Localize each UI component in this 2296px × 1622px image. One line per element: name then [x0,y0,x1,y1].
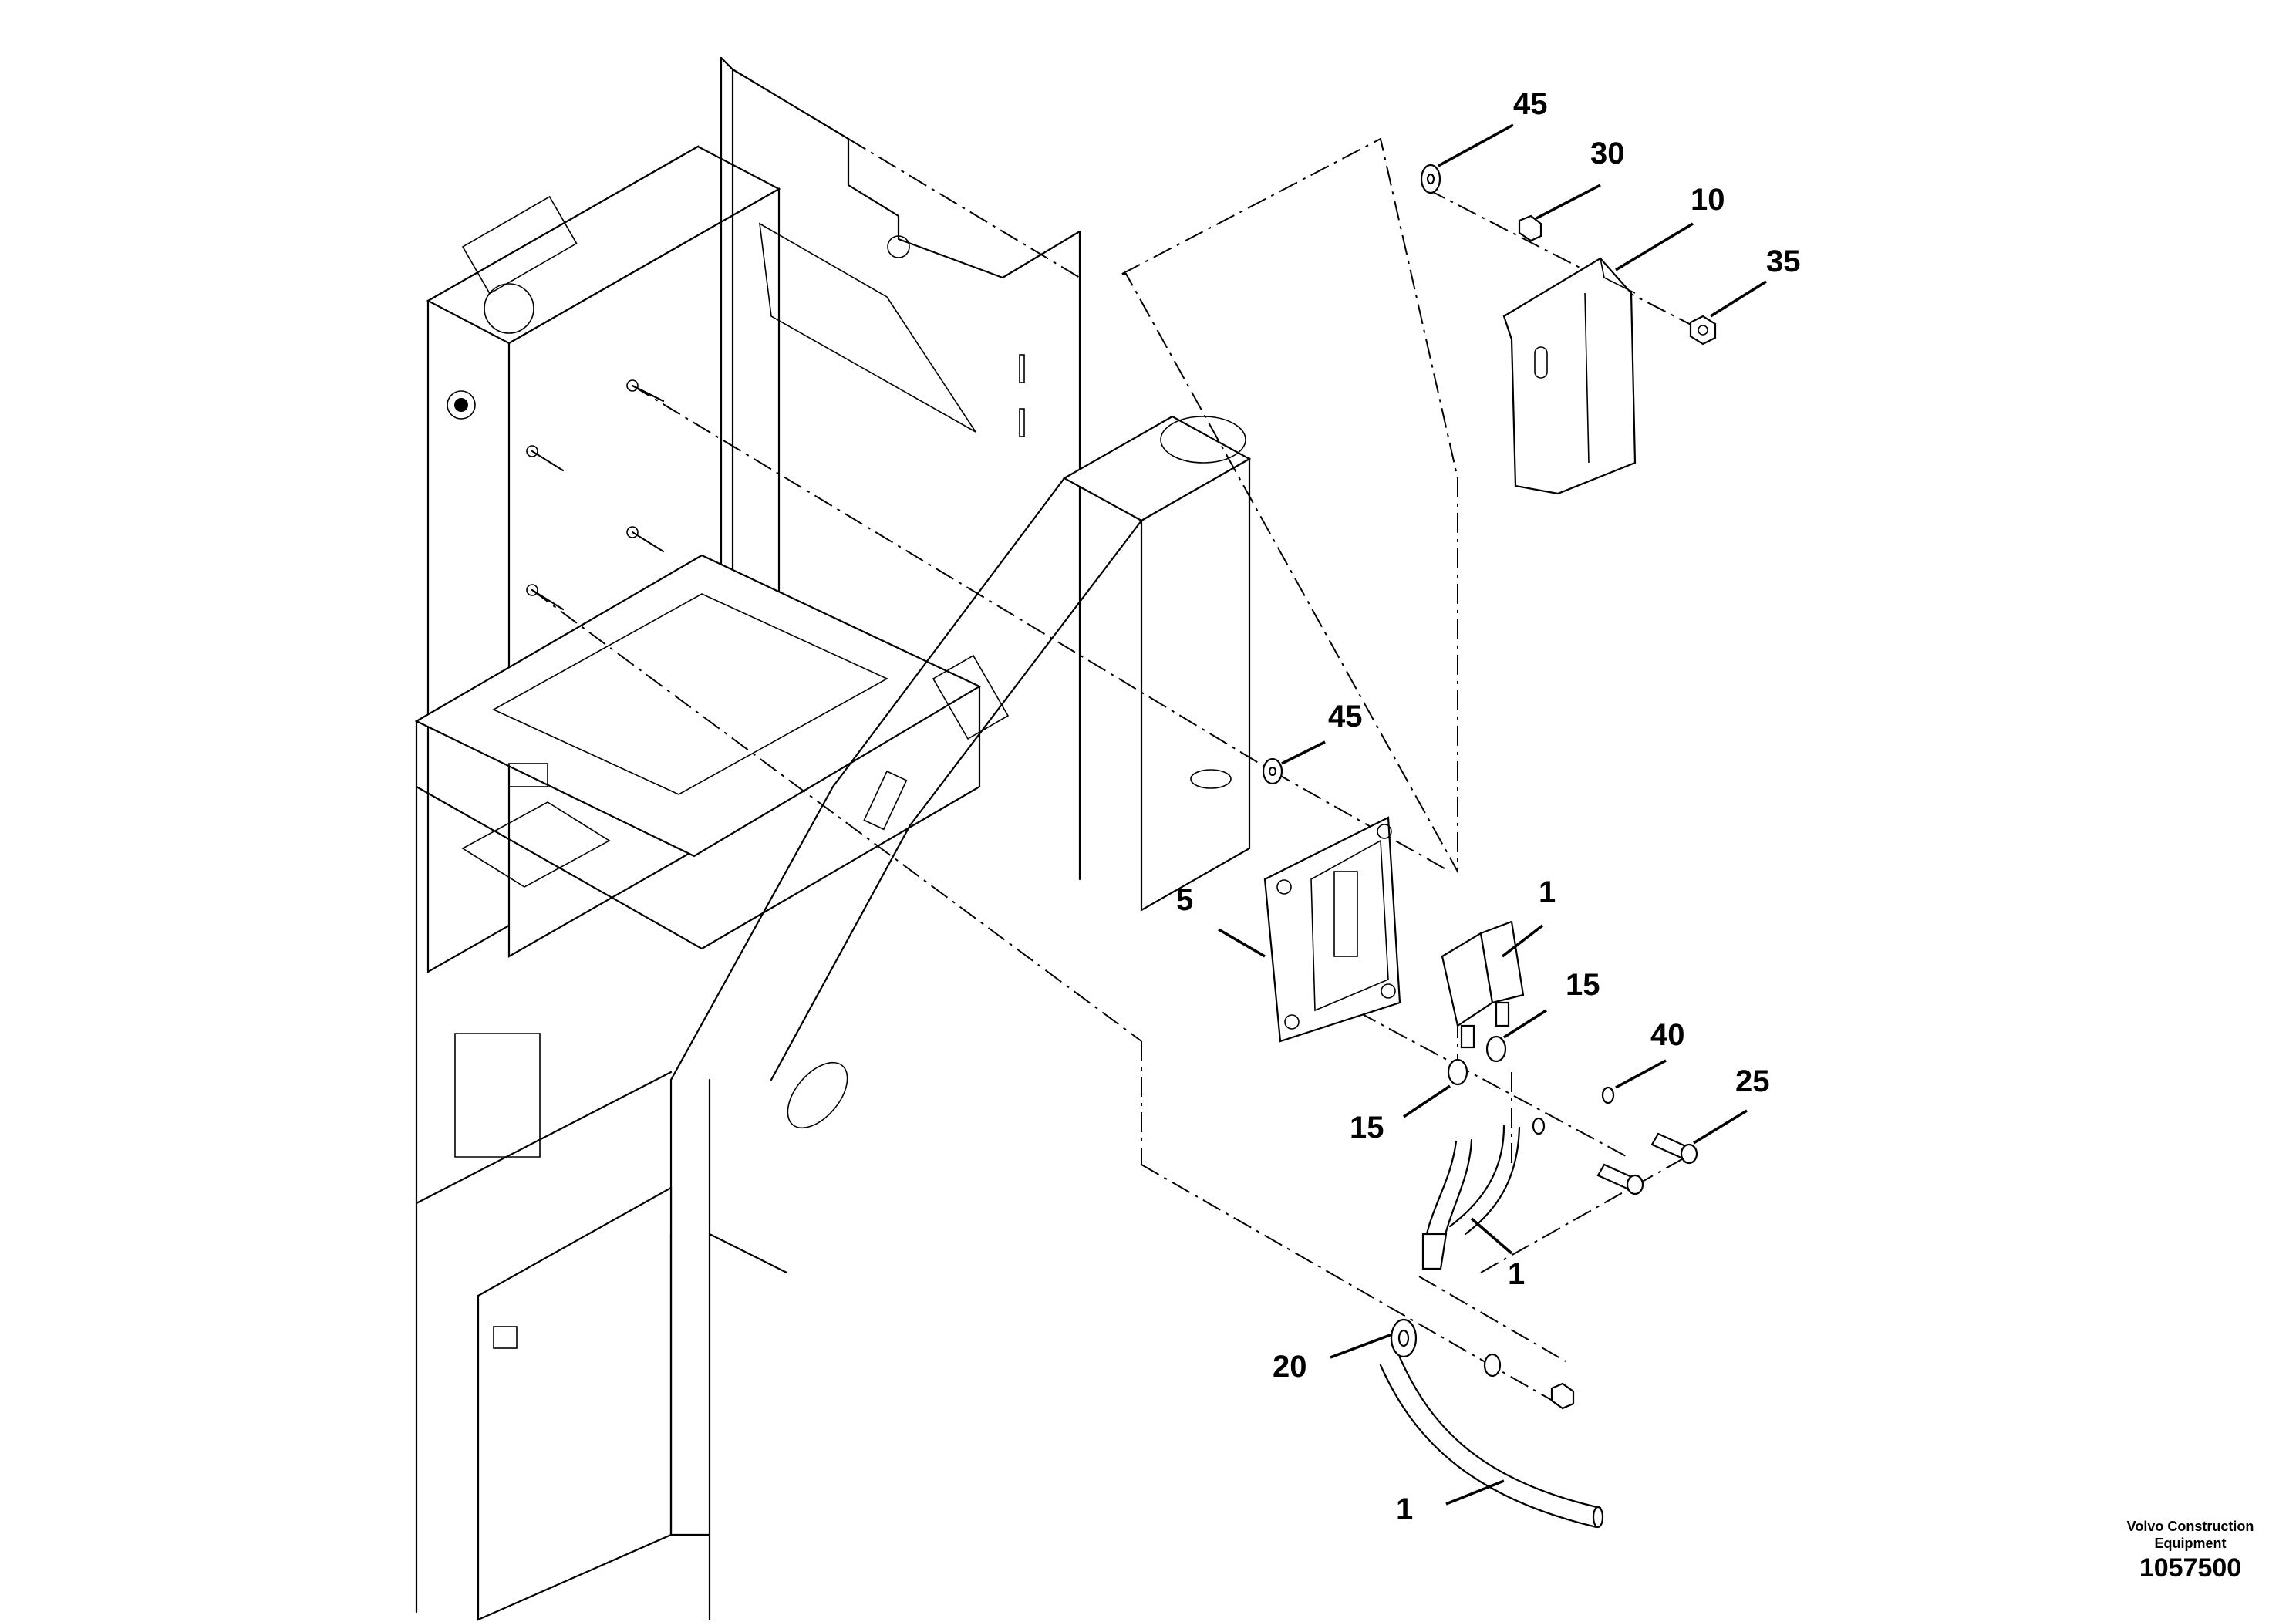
callout-30: 30 [1590,137,1625,170]
washer-45-top [1420,164,1441,194]
bottom-fasteners [1483,1353,1575,1410]
platform-tray [414,554,982,973]
brand-label: Volvo Construction Equipment [2082,1518,2296,1552]
callout-1-a: 1 [1539,875,1556,909]
assembly-lines [531,137,1705,1404]
callout-10: 10 [1691,183,1725,217]
callout-20: 20 [1273,1350,1307,1384]
callout-25: 25 [1735,1064,1770,1098]
callout-5: 5 [1176,883,1193,917]
brand-line-2: Equipment [2154,1536,2227,1551]
connector-1 [1441,920,1525,1049]
bolt-25 [1532,1117,1698,1195]
callout-1-b: 1 [1508,1257,1525,1291]
callout-1-c: 1 [1396,1492,1413,1526]
callout-labels: 45 30 10 35 45 5 1 15 40 25 15 1 20 1 [1176,87,1801,1526]
callout-45-top: 45 [1513,87,1548,121]
lower-body [415,970,788,1621]
callout-15-a: 15 [1566,968,1600,1002]
clip-15-b [1447,1058,1468,1086]
brand-line-1: Volvo Construction [2126,1519,2254,1534]
washer-45-mid [1262,757,1283,785]
boom-arm [669,415,1252,1236]
document-number: 1057500 [2139,1553,2242,1583]
cover-10 [1502,257,1637,495]
cable-harness-1 [1421,1125,1521,1270]
callout-40: 40 [1650,1018,1685,1052]
washer-40 [1601,1086,1615,1104]
machine-frame [414,56,1252,1621]
cable-1-bottom [1379,1356,1604,1529]
ecu-5 [1263,816,1401,1043]
callout-45-mid: 45 [1328,700,1363,733]
left-cabinet [426,145,781,973]
grommet-20 [1390,1318,1418,1358]
nut-30 [1518,214,1542,242]
callout-35: 35 [1766,244,1801,278]
leader-lines [1218,123,1767,1506]
nut-35 [1689,315,1717,346]
callout-15-b: 15 [1350,1111,1384,1145]
clip-15-a [1485,1035,1507,1063]
